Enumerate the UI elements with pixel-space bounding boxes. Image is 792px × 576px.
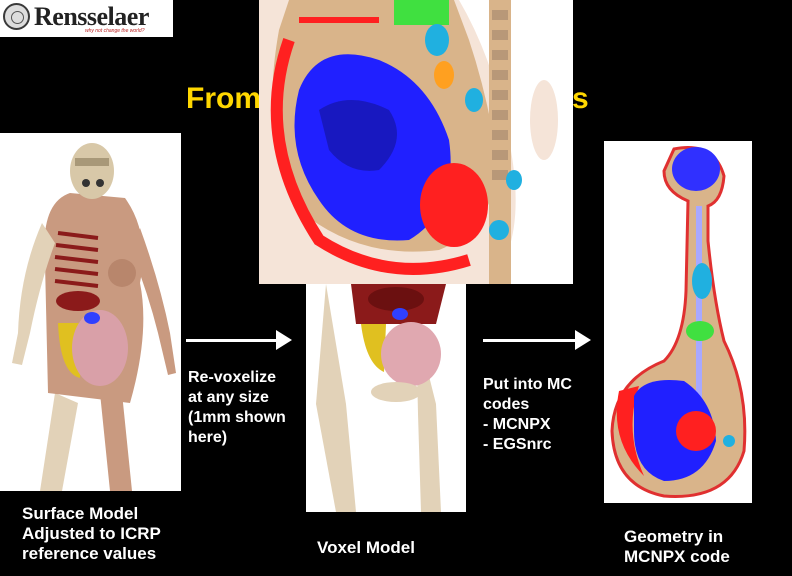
voxel-model-image xyxy=(306,284,466,512)
rensselaer-logo: Rensselaer why not change the world? xyxy=(0,0,173,37)
surface-model-image xyxy=(0,133,181,491)
arrow-2-shaft xyxy=(483,339,575,342)
geometry-caption: Geometry in MCNPX code xyxy=(624,527,730,566)
fetus-voxel-inset-image xyxy=(259,0,573,284)
rensselaer-seal-icon xyxy=(3,3,30,30)
arrow-right-icon xyxy=(575,330,591,350)
slide-title: From els xyxy=(186,82,589,116)
mcnpx-geometry-figure xyxy=(604,141,752,503)
voxel-model-caption: Voxel Model xyxy=(317,538,415,557)
logo-wordmark: Rensselaer xyxy=(34,2,149,31)
mcnpx-geometry-image xyxy=(604,141,752,503)
title-start: From xyxy=(186,82,261,115)
revoxelize-caption: Re-voxelize at any size (1mm shown here) xyxy=(188,369,286,446)
fetus-voxel-inset-figure xyxy=(259,0,573,284)
arrow-1-shaft xyxy=(186,339,276,342)
surface-model-figure xyxy=(0,133,181,491)
logo-tagline: why not change the world? xyxy=(85,28,145,34)
voxel-model-figure xyxy=(306,284,466,512)
arrow-right-icon xyxy=(276,330,292,350)
surface-model-caption: Surface Model Adjusted to ICRP reference… xyxy=(22,504,161,563)
mc-codes-caption: Put into MC codes - MCNPX - EGSnrc xyxy=(483,376,572,453)
